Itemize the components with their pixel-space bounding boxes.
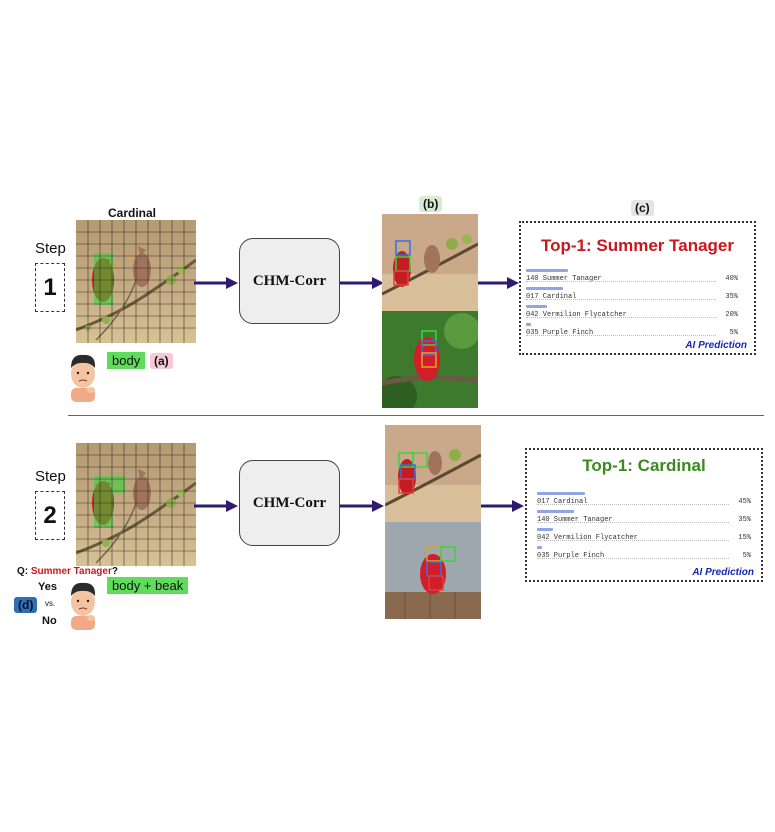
prediction-class-label: 042 Vermilion Flycatcher	[526, 311, 627, 319]
step1-ai-prediction-label: AI Prediction	[685, 340, 747, 351]
step2-question: Q: Summer Tanager?	[17, 566, 118, 577]
prediction-percent: 5%	[742, 552, 751, 560]
prediction-percent: 45%	[738, 498, 751, 506]
prediction-bar	[526, 305, 548, 308]
prediction-row-leader	[537, 504, 729, 505]
prediction-row: 035 Purple Finch 5%	[537, 546, 751, 562]
prediction-row: 042 Vermilion Flycatcher 20%	[526, 305, 738, 321]
prediction-bar	[526, 287, 563, 290]
prediction-class-label: 035 Purple Finch	[526, 329, 594, 337]
step2-number-box: 2	[35, 491, 65, 540]
step2-question-species: Summer Tanager	[30, 566, 112, 577]
step2-model-label: CHM-Corr	[252, 494, 327, 511]
step1-image-caption: Cardinal	[108, 206, 157, 220]
prediction-row: 042 Vermilion Flycatcher 15%	[537, 528, 751, 544]
prediction-percent: 40%	[725, 275, 738, 283]
step2-query-image	[76, 443, 196, 566]
thinking-person-icon	[71, 354, 96, 402]
step2-arrow-to-results	[340, 500, 384, 512]
step2-model-box: CHM-Corr	[239, 460, 340, 546]
prediction-percent: 35%	[738, 516, 751, 524]
prediction-row-leader	[526, 335, 716, 336]
step2-feedback-tag: body + beak	[107, 577, 189, 594]
step1-model-box: CHM-Corr	[239, 238, 340, 324]
prediction-row: 017 Cardinal 45%	[537, 492, 751, 508]
step2-word: Step	[35, 468, 66, 485]
step2-number: 2	[43, 501, 57, 529]
step2-no-label: No	[42, 615, 57, 627]
prediction-row: 140 Summer Tanager 40%	[526, 269, 738, 285]
prediction-row-leader	[537, 540, 729, 541]
prediction-class-label: 140 Summer Tanager	[537, 516, 613, 524]
step2-question-prefix: Q:	[17, 566, 29, 577]
step2-prediction-rows: 017 Cardinal 45% 140 Summer Tanager 35% 042 …	[537, 492, 751, 564]
step1-label-a: (a)	[150, 353, 173, 369]
step2-retrieved-image-1	[385, 425, 481, 522]
step2-vs-label: vs.	[45, 599, 56, 608]
step1-word: Step	[35, 240, 66, 257]
step2-yes-label: Yes	[38, 581, 57, 593]
prediction-row: 140 Summer Tanager 35%	[537, 510, 751, 526]
step1-prediction-rows: 140 Summer Tanager 40% 017 Cardinal 35% 042 …	[526, 269, 738, 341]
prediction-bar	[526, 323, 532, 326]
prediction-percent: 5%	[729, 329, 738, 337]
prediction-percent: 20%	[725, 311, 738, 319]
prediction-row: 017 Cardinal 35%	[526, 287, 738, 303]
prediction-class-label: 017 Cardinal	[537, 498, 588, 506]
step1-label-c: (c)	[631, 200, 654, 216]
prediction-row-leader	[537, 522, 729, 523]
prediction-bar	[537, 528, 553, 531]
prediction-row: 035 Purple Finch 5%	[526, 323, 738, 339]
step1-user-avatar	[66, 352, 100, 402]
section-divider	[68, 415, 764, 416]
step2-label-d: (d)	[14, 597, 38, 613]
prediction-row-leader	[526, 317, 716, 318]
step1-label-b: (b)	[419, 196, 443, 212]
step1-number-box: 1	[35, 263, 65, 312]
step2-prediction-panel: Top-1: Cardinal 017 Cardinal 45% 140 Summe…	[525, 448, 763, 582]
prediction-bar	[537, 492, 585, 495]
step2-query-svg	[76, 443, 196, 566]
prediction-row-leader	[526, 281, 716, 282]
step1-feedback-tag: body	[107, 352, 146, 369]
prediction-class-label: 017 Cardinal	[526, 293, 577, 301]
step1-number: 1	[43, 273, 57, 301]
prediction-row-leader	[526, 299, 716, 300]
step1-arrow-to-results	[340, 277, 384, 289]
prediction-bar	[537, 546, 543, 549]
step2-arrow-to-prediction	[481, 500, 524, 512]
prediction-class-label: 042 Vermilion Flycatcher	[537, 534, 638, 542]
step1-arrow-to-model	[194, 277, 238, 289]
step1-retrieved-image-2	[382, 311, 478, 408]
step2-ai-prediction-label: AI Prediction	[692, 567, 754, 578]
prediction-row-leader	[537, 558, 729, 559]
step1-retrieved-image-1	[382, 214, 478, 311]
prediction-percent: 35%	[725, 293, 738, 301]
step1-query-image	[76, 220, 196, 343]
prediction-percent: 15%	[738, 534, 751, 542]
step2-question-suffix: ?	[111, 566, 118, 577]
prediction-bar	[526, 269, 569, 272]
step1-prediction-title: Top-1: Summer Tanager	[540, 236, 734, 255]
step2-prediction-title: Top-1: Cardinal	[582, 456, 706, 475]
step2-retrieved-image-2	[385, 522, 481, 619]
thinking-person-icon	[71, 582, 96, 630]
prediction-class-label: 140 Summer Tanager	[526, 275, 602, 283]
step1-model-label: CHM-Corr	[252, 272, 327, 289]
step1-prediction-panel: Top-1: Summer Tanager 140 Summer Tanager…	[519, 221, 756, 355]
step1-query-svg	[76, 220, 196, 343]
step2-user-avatar	[66, 580, 100, 630]
step1-arrow-to-prediction	[478, 277, 519, 289]
prediction-bar	[537, 510, 574, 513]
step2-arrow-to-model	[194, 500, 238, 512]
prediction-class-label: 035 Purple Finch	[537, 552, 605, 560]
